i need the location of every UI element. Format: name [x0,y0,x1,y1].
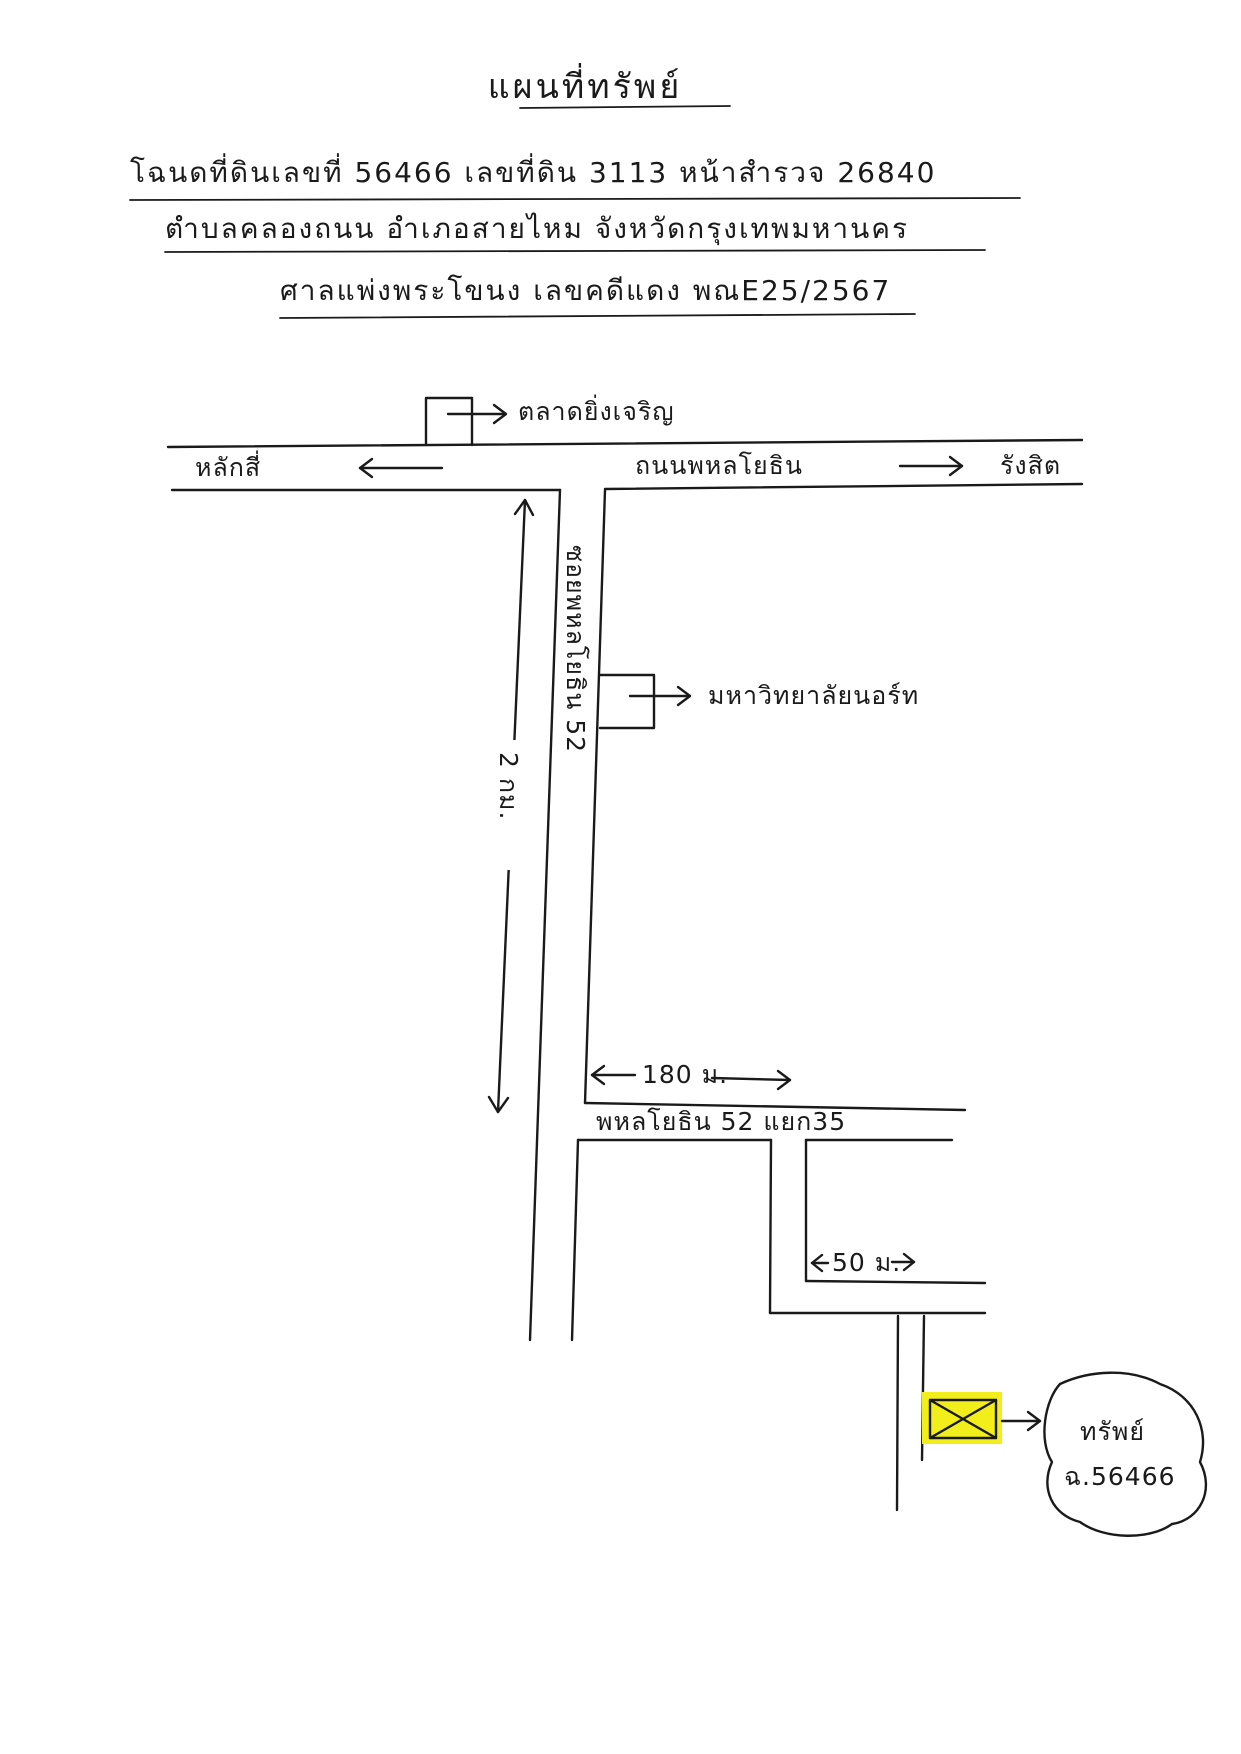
property-cloud-outline [1043,1371,1208,1537]
market-arrowhead-icon [492,403,508,425]
distance-lane-arrowhead-right-icon [902,1252,916,1272]
property-label: ทรัพย์ [1080,1417,1145,1446]
soi-right-edge-upper [583,488,607,1105]
university-arrowhead-icon [676,685,692,707]
final-lane-left-edge [895,1314,900,1512]
distance-soi-label-gap [490,740,530,870]
market-label: ตลาดยิ่งเจริญ [518,394,675,426]
distance-lane-arrowhead-left-icon [810,1253,824,1273]
distance-branch-label: 180 ม. [642,1060,728,1089]
market-landmark: ตลาดยิ่งเจริญ [424,394,675,447]
distance-soi-arrowhead-bottom-icon [487,1095,510,1114]
court-line-underline [279,313,916,319]
direction-right-label: รังสิต [1000,451,1061,480]
university-label: มหาวิทยาลัยนอร์ท [708,681,919,710]
location-line: ตำบลคลองถนน อำเภอสายไหม จังหวัดกรุงเทพมห… [165,212,909,246]
distance-soi-label: 2 กม. [494,752,523,820]
main-road-top-edge [166,438,1084,449]
property-deed-label: ฉ.56466 [1064,1462,1176,1491]
market-building-icon [424,396,474,447]
deed-line-underline [129,197,1021,201]
soi-right-edge-lower [570,1138,580,1342]
distance-soi-arrowhead-top-icon [513,498,535,517]
lane-left-edge [768,1138,773,1315]
lane-side-edge [804,1279,987,1285]
branch-road-label: พหลโยธิน 52 แยก35 [596,1107,846,1136]
x-box-icon-stroke-b [928,1398,998,1440]
property-box [928,1398,998,1440]
property-callout: ทรัพย์ ฉ.56466 [1043,1371,1208,1537]
deed-line: โฉนดที่ดินเลขที่ 56466 เลขที่ดิน 3113 หน… [130,153,936,189]
direction-right-arrowhead-icon [948,455,964,477]
court-line: ศาลแพ่งพระโขนง เลขคดีแดง พณE25/2567 [280,274,891,307]
main-road-bottom-edge-right [603,482,1084,491]
location-line-underline [164,249,986,253]
soi-left-edge [528,488,562,1342]
distance-lane-label: 50 ม. [832,1248,901,1277]
main-road-label: ถนนพหลโยธิน [635,451,803,480]
property-arrowhead-icon [1026,1410,1042,1432]
distance-branch-arrowhead-left-icon [590,1064,606,1086]
direction-left-label: หลักสี่ [195,450,261,482]
soi-label: ซอยพหลโยธิน 52 [561,545,590,753]
title-underline [519,105,731,109]
direction-left-arrowhead-icon [358,457,374,479]
distance-branch-arrow-right-icon [710,1076,792,1082]
university-building-icon [598,673,656,730]
distance-branch-arrowhead-right-icon [776,1069,792,1091]
university-landmark: มหาวิทยาลัยนอร์ท [598,673,919,730]
branch-road-top-edge [583,1101,967,1112]
map-title: แผนที่ทรัพย์ [488,63,683,107]
property-marker [922,1392,1042,1444]
